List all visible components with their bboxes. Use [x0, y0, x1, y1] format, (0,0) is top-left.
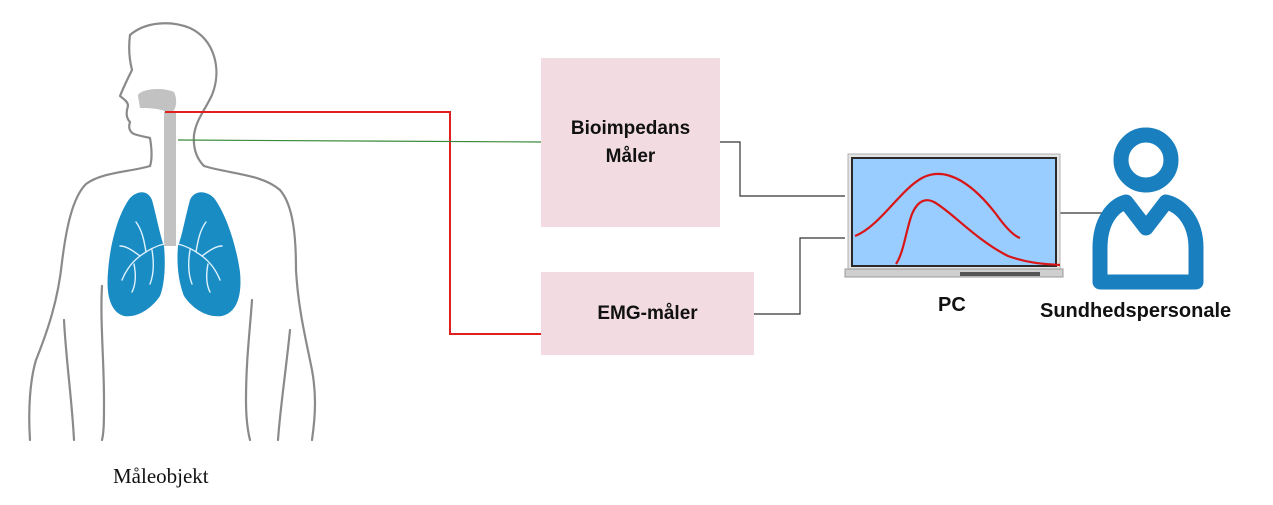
wire-bioimpedans-to-pc [720, 141, 845, 197]
left-arm-inner-outline [62, 318, 76, 442]
wire-emg-to-pc [754, 237, 845, 315]
human-torso-lungs-icon [28, 22, 317, 442]
emg-box: EMG-måler [541, 272, 754, 355]
left-torso-outline [100, 284, 106, 442]
emg-label: EMG-måler [597, 302, 698, 324]
red-wire-to-emg [165, 111, 541, 335]
head-back-outline [128, 22, 218, 168]
person-user-icon [1092, 127, 1204, 290]
staff-label: Sundhedspersonale [1040, 300, 1232, 322]
bioimpedans-label-line2: Måler [605, 145, 656, 167]
right-shoulder-outline [202, 164, 317, 442]
bioimpedans-label-line1: Bioimpedans [570, 117, 691, 139]
green-wire-to-bioimpedans [177, 139, 542, 143]
right-torso-outline [244, 298, 254, 442]
right-arm-inner-outline [276, 328, 292, 442]
bioimpedans-box: Bioimpedans Måler [541, 58, 720, 227]
signal-curve-2 [895, 199, 1061, 267]
head-outline [118, 33, 153, 168]
pc-label: PC [938, 294, 966, 316]
lungs-icon [107, 192, 241, 317]
left-shoulder-outline [28, 164, 152, 442]
subject-label: Måleobjekt [113, 464, 209, 488]
laptop-icon [844, 153, 1064, 278]
signal-curve-1 [854, 172, 1021, 240]
airway-icon [138, 89, 177, 247]
